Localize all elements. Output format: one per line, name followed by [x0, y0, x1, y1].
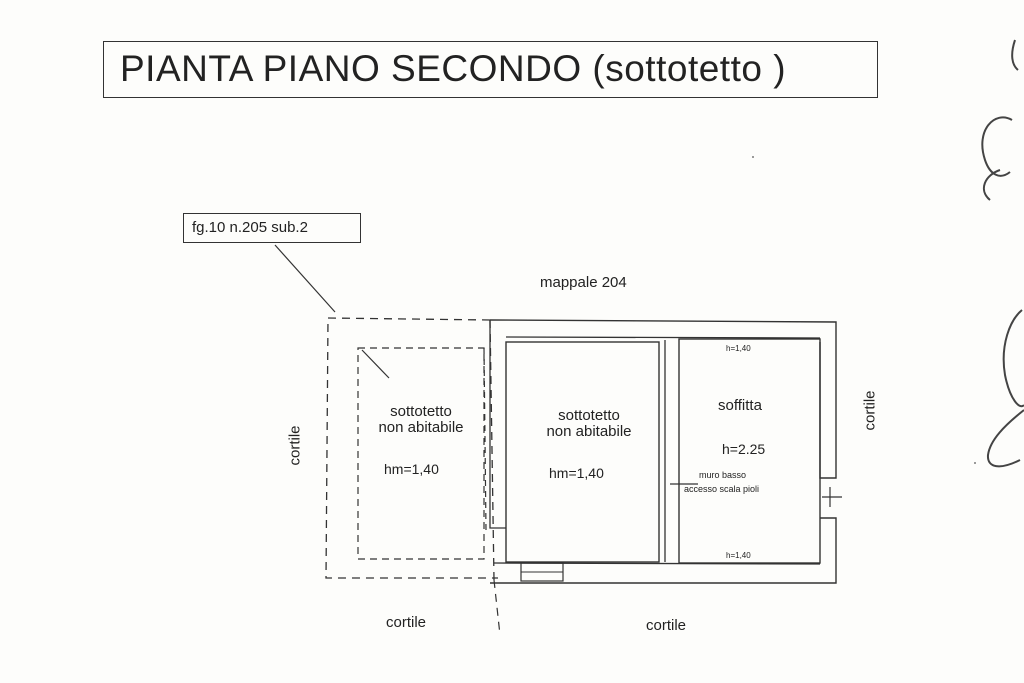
room2-outline	[505, 341, 660, 563]
room2-left-jog	[489, 320, 506, 529]
reference-leader-line	[274, 244, 336, 313]
room2-name: sottotetto non abitabile	[510, 408, 668, 440]
room2-height: hm=1,40	[549, 465, 604, 481]
room1-name-line1: sottotetto	[390, 403, 452, 420]
paper-speck	[752, 156, 754, 158]
room3-height-top: h=1,40	[726, 344, 751, 353]
signature-mark	[1002, 309, 1024, 408]
room3-height: h=2.25	[722, 441, 766, 457]
boundary-dashed-line	[489, 319, 495, 581]
building-outer-wall	[489, 319, 837, 479]
building-outer-wall-lower	[490, 517, 837, 584]
cortile-left-label: cortile	[286, 425, 304, 466]
cortile-bottom-left-label: cortile	[386, 614, 427, 631]
room1-height: hm=1,40	[384, 461, 439, 477]
signature-mark	[986, 409, 1024, 468]
paper-speck	[974, 462, 976, 464]
room1-outline	[357, 347, 485, 560]
room3-height-bottom: h=1,40	[726, 551, 751, 560]
room1-diagonal-mark	[361, 349, 390, 379]
room3-note-line1: muro basso	[699, 470, 747, 480]
room3-outline	[678, 338, 821, 564]
page-title: PIANTA PIANO SECONDO (sottotetto )	[120, 48, 787, 89]
room1-name-line2: non abitabile	[378, 419, 464, 436]
signature-mark	[981, 116, 1013, 201]
cortile-bottom-right-label: cortile	[646, 617, 687, 634]
room2-name-line1: sottotetto	[558, 407, 620, 424]
room2-name-line2: non abitabile	[546, 423, 632, 440]
reference-box: fg.10 n.205 sub.2	[183, 213, 361, 243]
building-top-inner	[505, 336, 821, 339]
room3-note-line2: accesso scala pioli	[684, 484, 760, 494]
signature-mark	[1011, 39, 1019, 71]
room1-dashed-extra	[483, 347, 487, 531]
mappale-label: mappale 204	[540, 274, 627, 291]
room1-name: sottotetto non abitabile	[358, 404, 484, 436]
title-frame: PIANTA PIANO SECONDO (sottotetto )	[103, 41, 878, 98]
cortile-right-label: cortile	[861, 390, 879, 431]
reference-label: fg.10 n.205 sub.2	[192, 219, 308, 236]
room3-name: soffitta	[718, 397, 762, 414]
boundary-dashed-tail	[493, 579, 501, 636]
property-boundary-dashed	[325, 317, 498, 579]
